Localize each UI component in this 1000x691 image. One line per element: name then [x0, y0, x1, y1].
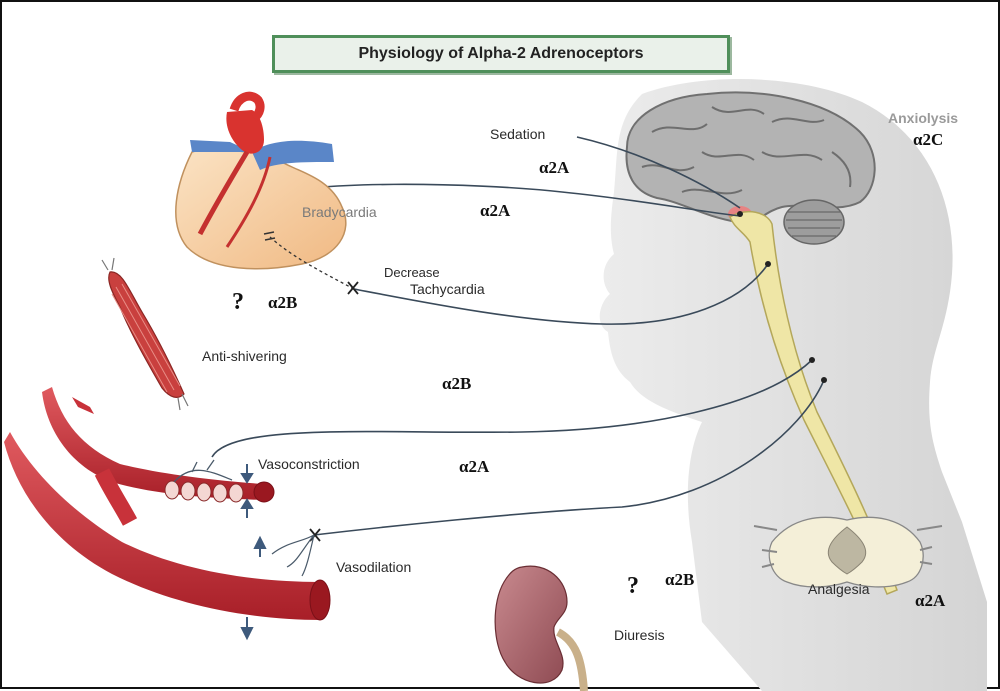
kidney [495, 566, 584, 691]
label-vasoconstriction: Vasoconstriction [258, 456, 360, 472]
diagram-title: Physiology of Alpha-2 Adrenoceptors [272, 35, 730, 73]
question-mark-anti-shivering: ? [232, 289, 244, 316]
receptor-vasoconstriction: α2A [459, 457, 489, 477]
heart [176, 96, 352, 288]
label-tachycardia: Tachycardia [410, 281, 485, 297]
label-decrease: Decrease [384, 265, 440, 280]
label-bradycardia: Bradycardia [302, 204, 377, 220]
receptor-central: α2B [442, 374, 471, 394]
blood-vessels [4, 387, 330, 620]
label-anti-shivering: Anti-shivering [202, 348, 287, 364]
block-x-marks [310, 282, 358, 541]
receptor-bradycardia: α2A [480, 201, 510, 221]
muscle [102, 258, 188, 410]
label-vasodilation: Vasodilation [336, 559, 411, 575]
receptor-sedation: α2A [539, 158, 569, 178]
label-anxiolysis: Anxiolysis [888, 110, 958, 126]
receptor-diuresis: α2B [665, 570, 694, 590]
receptor-anti-shivering: α2B [268, 293, 297, 313]
label-diuresis: Diuresis [614, 627, 665, 643]
receptor-analgesia: α2A [915, 591, 945, 611]
label-analgesia: Analgesia [808, 581, 870, 597]
label-sedation: Sedation [490, 126, 545, 142]
question-mark-diuresis: ? [627, 573, 639, 600]
receptor-anxiolysis: α2C [913, 130, 943, 150]
